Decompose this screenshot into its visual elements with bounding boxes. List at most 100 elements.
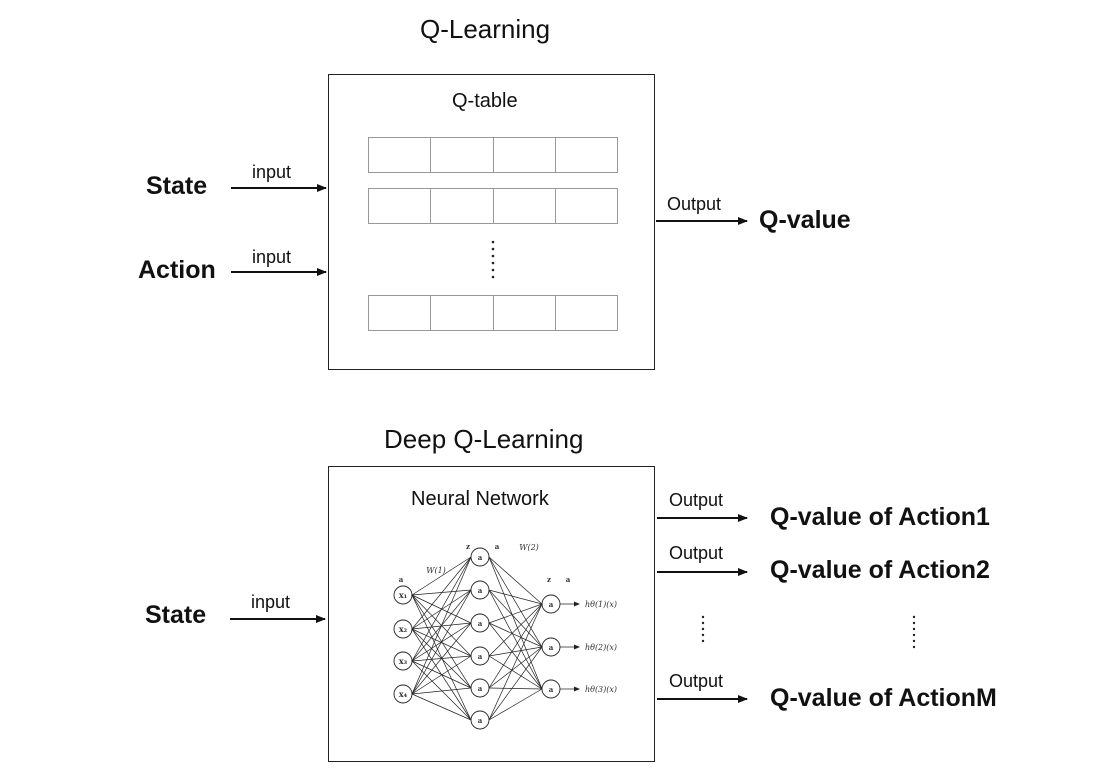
nn-input-node	[393, 651, 413, 671]
nn-edge	[488, 589, 543, 690]
nn-edge	[488, 589, 543, 648]
dqn-output-label-m: Output	[669, 671, 724, 691]
nn-edge	[411, 660, 472, 689]
nn-edge	[488, 556, 543, 690]
nn-edge	[488, 646, 543, 689]
nn-input-layer-label: a	[399, 575, 404, 584]
nn-edge	[411, 594, 472, 721]
nn-hidden-node	[470, 678, 490, 698]
dqn-input-label: input	[251, 592, 291, 612]
nn-edge	[411, 655, 472, 695]
nn-hidden-node-label: a	[478, 684, 483, 693]
neural-network-diagram: x₁ x₂ x₃ x₄ a a a a a a a hθ(1)(x) a hθ(2)(x) a hθ(3)(x…	[393, 542, 617, 730]
nn-edge	[488, 603, 543, 689]
state-input-label: input	[252, 162, 292, 182]
nn-output-node-label: a	[549, 600, 554, 609]
nn-hidden-node-label: a	[478, 652, 483, 661]
q-table-cell	[369, 296, 432, 330]
q-table-cell	[431, 138, 494, 172]
nn-output-node-label: a	[549, 643, 554, 652]
dqn-state-label: State	[145, 601, 207, 629]
dqn-output-label-1: Output	[669, 490, 724, 510]
nn-edge	[411, 693, 472, 721]
deep-q-learning-title: Deep Q-Learning	[384, 424, 584, 454]
nn-edge	[411, 556, 472, 662]
nn-hidden-node	[470, 580, 490, 600]
action-input-label: input	[252, 247, 292, 267]
nn-edge	[488, 603, 543, 624]
nn-output-layer-z-label: z	[547, 575, 551, 584]
nn-edge	[488, 688, 543, 721]
nn-hidden-node-label: a	[478, 716, 483, 725]
nn-hidden-layer-a-label: a	[495, 542, 500, 551]
nn-edge	[411, 556, 472, 630]
nn-output-layer-a-label: a	[566, 575, 571, 584]
output-label-ellipsis	[912, 615, 916, 649]
q-table-row	[368, 295, 618, 331]
nn-edge	[411, 556, 472, 596]
nn-edge	[488, 646, 543, 721]
neural-network-box	[328, 466, 655, 762]
nn-input-node	[393, 619, 413, 639]
nn-hidden-node-label: a	[478, 586, 483, 595]
nn-edge	[488, 687, 543, 690]
state-label: State	[146, 172, 208, 200]
nn-weight-label-1: W(1)	[426, 566, 446, 575]
q-table-cell	[431, 296, 494, 330]
q-table-title: Q-table	[452, 90, 518, 112]
nn-edge	[411, 660, 472, 721]
nn-hidden-node	[470, 613, 490, 633]
q-value-actionm-label: Q-value of ActionM	[770, 684, 997, 712]
nn-weight-label-2: W(2)	[519, 543, 539, 552]
nn-input-node-label: x₁	[399, 590, 407, 600]
q-table-cell	[369, 138, 432, 172]
nn-output-label: hθ(2)(x)	[585, 643, 617, 652]
nn-hidden-layer-z-label: z	[466, 542, 470, 551]
q-table-box	[328, 74, 655, 370]
nn-edge	[411, 589, 472, 695]
nn-input-node	[393, 585, 413, 605]
nn-output-node-label: a	[549, 685, 554, 694]
nn-edge	[488, 646, 543, 657]
q-value-action2-label: Q-value of Action2	[770, 556, 990, 584]
nn-hidden-node	[470, 646, 490, 666]
nn-edge	[488, 556, 543, 605]
q-table-cell	[431, 189, 494, 223]
nn-edge	[411, 622, 472, 695]
nn-input-node-label: x₂	[399, 624, 408, 634]
nn-edge	[488, 589, 543, 605]
q-table-row	[368, 137, 618, 173]
nn-hidden-node	[470, 710, 490, 730]
nn-edge	[411, 556, 472, 695]
nn-hidden-node-label: a	[478, 619, 483, 628]
nn-edge	[488, 603, 543, 721]
q-table-ellipsis	[491, 240, 495, 279]
nn-edge	[488, 655, 543, 690]
nn-input-node-label: x₄	[399, 689, 408, 699]
nn-input-node	[393, 684, 413, 704]
output-label: Output	[667, 194, 722, 214]
nn-hidden-node	[470, 547, 490, 567]
nn-input-node-label: x₃	[399, 656, 408, 666]
nn-edge	[411, 687, 472, 695]
q-value-label: Q-value	[759, 206, 851, 234]
nn-output-label: hθ(3)(x)	[585, 685, 617, 694]
nn-edge	[488, 622, 543, 648]
dqn-output-label-2: Output	[669, 543, 724, 563]
nn-hidden-node-label: a	[478, 553, 483, 562]
neural-network-title: Neural Network	[411, 488, 549, 510]
nn-edge	[488, 556, 543, 648]
q-value-action1-label: Q-value of Action1	[770, 503, 990, 531]
nn-output-label: hθ(1)(x)	[585, 600, 617, 609]
nn-edge	[488, 603, 543, 657]
q-table-cell	[494, 296, 556, 330]
q-learning-title: Q-Learning	[420, 14, 551, 44]
nn-edge	[488, 622, 543, 690]
q-table-cell	[494, 138, 556, 172]
q-table-cell	[494, 189, 556, 223]
output-arrow-ellipsis	[701, 615, 705, 643]
action-label: Action	[138, 256, 216, 284]
q-table-row	[368, 188, 618, 224]
q-table-cell	[369, 189, 432, 223]
